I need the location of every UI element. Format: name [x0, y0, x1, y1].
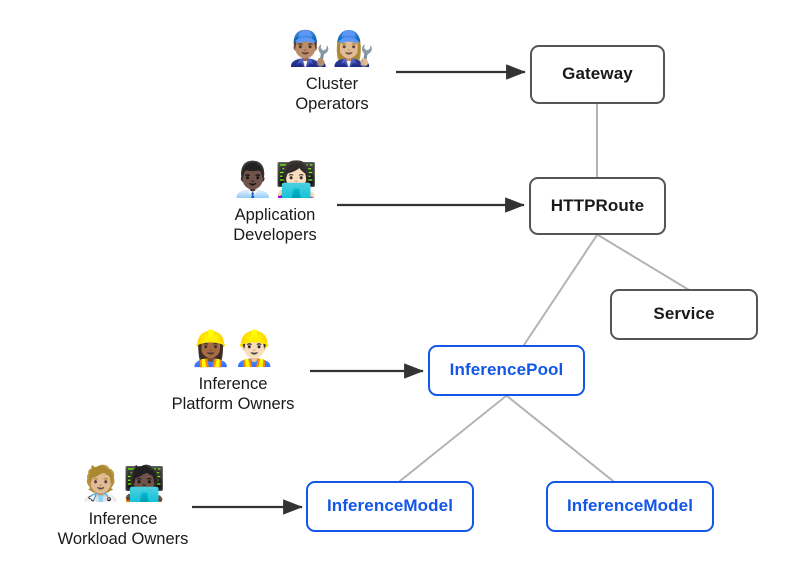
node-inference-model-2-label: InferenceModel [566, 496, 694, 516]
persona-inference-workload-owners-label: Inference Workload Owners [57, 510, 189, 549]
edge-inferencepool-inferencemodel-2 [506, 395, 614, 482]
node-httproute[interactable]: HTTPRoute [529, 177, 666, 235]
persona-inference-platform-owners: 👷🏾‍♀️👷🏻‍♂️ Inference Platform Owners [148, 329, 318, 414]
edge-httproute-service [597, 234, 690, 291]
persona-cluster-operators-label: Cluster Operators [295, 75, 369, 114]
node-inference-pool[interactable]: InferencePool [428, 345, 585, 396]
persona-application-developers-label: Application Developers [233, 206, 317, 245]
node-gateway-label: Gateway [562, 64, 633, 84]
node-inference-model-2[interactable]: InferenceModel [546, 481, 714, 532]
node-gateway[interactable]: Gateway [530, 45, 665, 104]
node-httproute-label: HTTPRoute [550, 195, 645, 215]
node-inference-pool-label: InferencePool [449, 360, 564, 380]
node-inference-model-1-label: InferenceModel [326, 496, 454, 516]
persona-cluster-operators: 👨🏽‍🔧👩🏼‍🔧 Cluster Operators [247, 29, 417, 114]
cluster-operators-avatar-icon: 👨🏽‍🔧👩🏼‍🔧 [288, 29, 376, 69]
edge-inferencepool-inferencemodel-1 [399, 395, 507, 482]
node-service[interactable]: Service [610, 289, 758, 340]
edge-httproute-inferencepool [523, 234, 598, 346]
persona-application-developers: 👨🏿‍💼👩🏻‍💻 Application Developers [190, 160, 360, 245]
node-service-label: Service [653, 304, 715, 324]
inference-workload-owners-avatar-icon: 🧑🏼‍⚕️🧑🏿‍💻 [79, 464, 167, 504]
node-inference-model-1[interactable]: InferenceModel [306, 481, 474, 532]
persona-inference-workload-owners: 🧑🏼‍⚕️🧑🏿‍💻 Inference Workload Owners [38, 464, 208, 549]
inference-platform-owners-avatar-icon: 👷🏾‍♀️👷🏻‍♂️ [189, 329, 277, 369]
persona-inference-platform-owners-label: Inference Platform Owners [171, 375, 295, 414]
application-developers-avatar-icon: 👨🏿‍💼👩🏻‍💻 [231, 160, 319, 200]
